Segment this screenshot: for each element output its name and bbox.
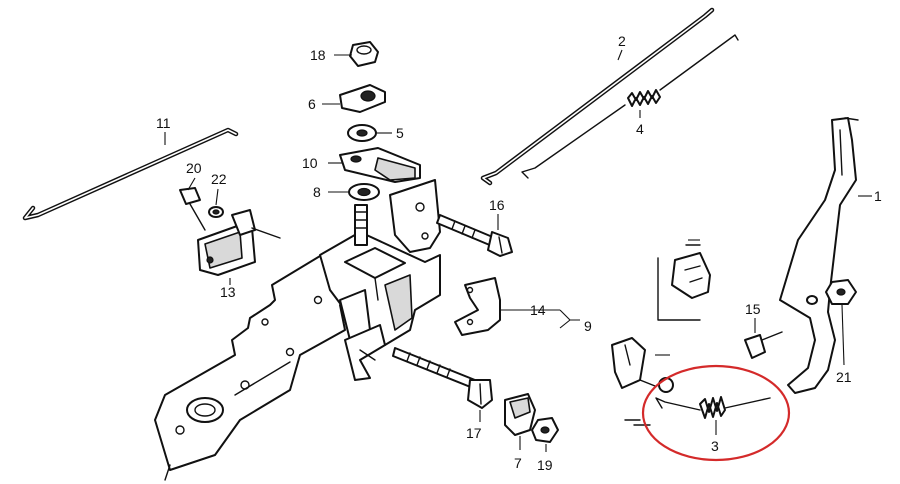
lever-6 xyxy=(339,84,386,113)
callout-15: 15 xyxy=(745,301,761,317)
callout-22: 22 xyxy=(211,171,227,187)
callout-21: 21 xyxy=(836,369,852,385)
callout-3: 3 xyxy=(711,438,719,454)
bracket-7 xyxy=(504,393,536,436)
optional-bracket xyxy=(657,244,711,321)
bolt-16 xyxy=(436,214,513,257)
washer-22 xyxy=(208,206,224,218)
spring-3 xyxy=(624,396,771,426)
clamp-13 xyxy=(197,209,281,276)
callout-14: 14 xyxy=(530,302,546,318)
callout-2: 2 xyxy=(618,33,626,49)
callout-18: 18 xyxy=(310,47,326,63)
screw-20 xyxy=(179,187,206,231)
callout-13: 13 xyxy=(220,284,236,300)
rod-11 xyxy=(22,127,239,221)
callout-labels: 18 6 5 10 8 11 20 22 13 16 2 4 1 15 21 1… xyxy=(156,33,882,473)
nut-21 xyxy=(825,279,857,305)
callout-17: 17 xyxy=(466,425,482,441)
highlight-circle xyxy=(641,364,791,462)
control-base-plate xyxy=(154,239,373,481)
callout-5: 5 xyxy=(396,125,404,141)
control-lever-1 xyxy=(779,117,859,394)
callout-10: 10 xyxy=(302,155,318,171)
rod-2 xyxy=(480,7,715,186)
washer-5 xyxy=(347,124,377,142)
spring-rod-4 xyxy=(521,34,739,179)
callout-16: 16 xyxy=(489,197,505,213)
nut-19 xyxy=(531,417,559,443)
callout-19: 19 xyxy=(537,457,553,473)
callout-7: 7 xyxy=(514,455,522,471)
callout-20: 20 xyxy=(186,160,202,176)
lever-10 xyxy=(339,147,421,183)
control-body xyxy=(319,179,441,381)
screw-17 xyxy=(392,347,493,409)
callout-6: 6 xyxy=(308,96,316,112)
callout-4: 4 xyxy=(636,121,644,137)
callout-8: 8 xyxy=(313,184,321,200)
leader-lines xyxy=(164,49,872,452)
callout-11: 11 xyxy=(156,115,171,131)
bracket-14 xyxy=(454,277,501,336)
screw-15 xyxy=(744,331,783,359)
callout-9: 9 xyxy=(584,318,592,334)
callout-1: 1 xyxy=(874,188,882,204)
washer-8 xyxy=(348,183,380,201)
nut-18 xyxy=(349,41,379,67)
